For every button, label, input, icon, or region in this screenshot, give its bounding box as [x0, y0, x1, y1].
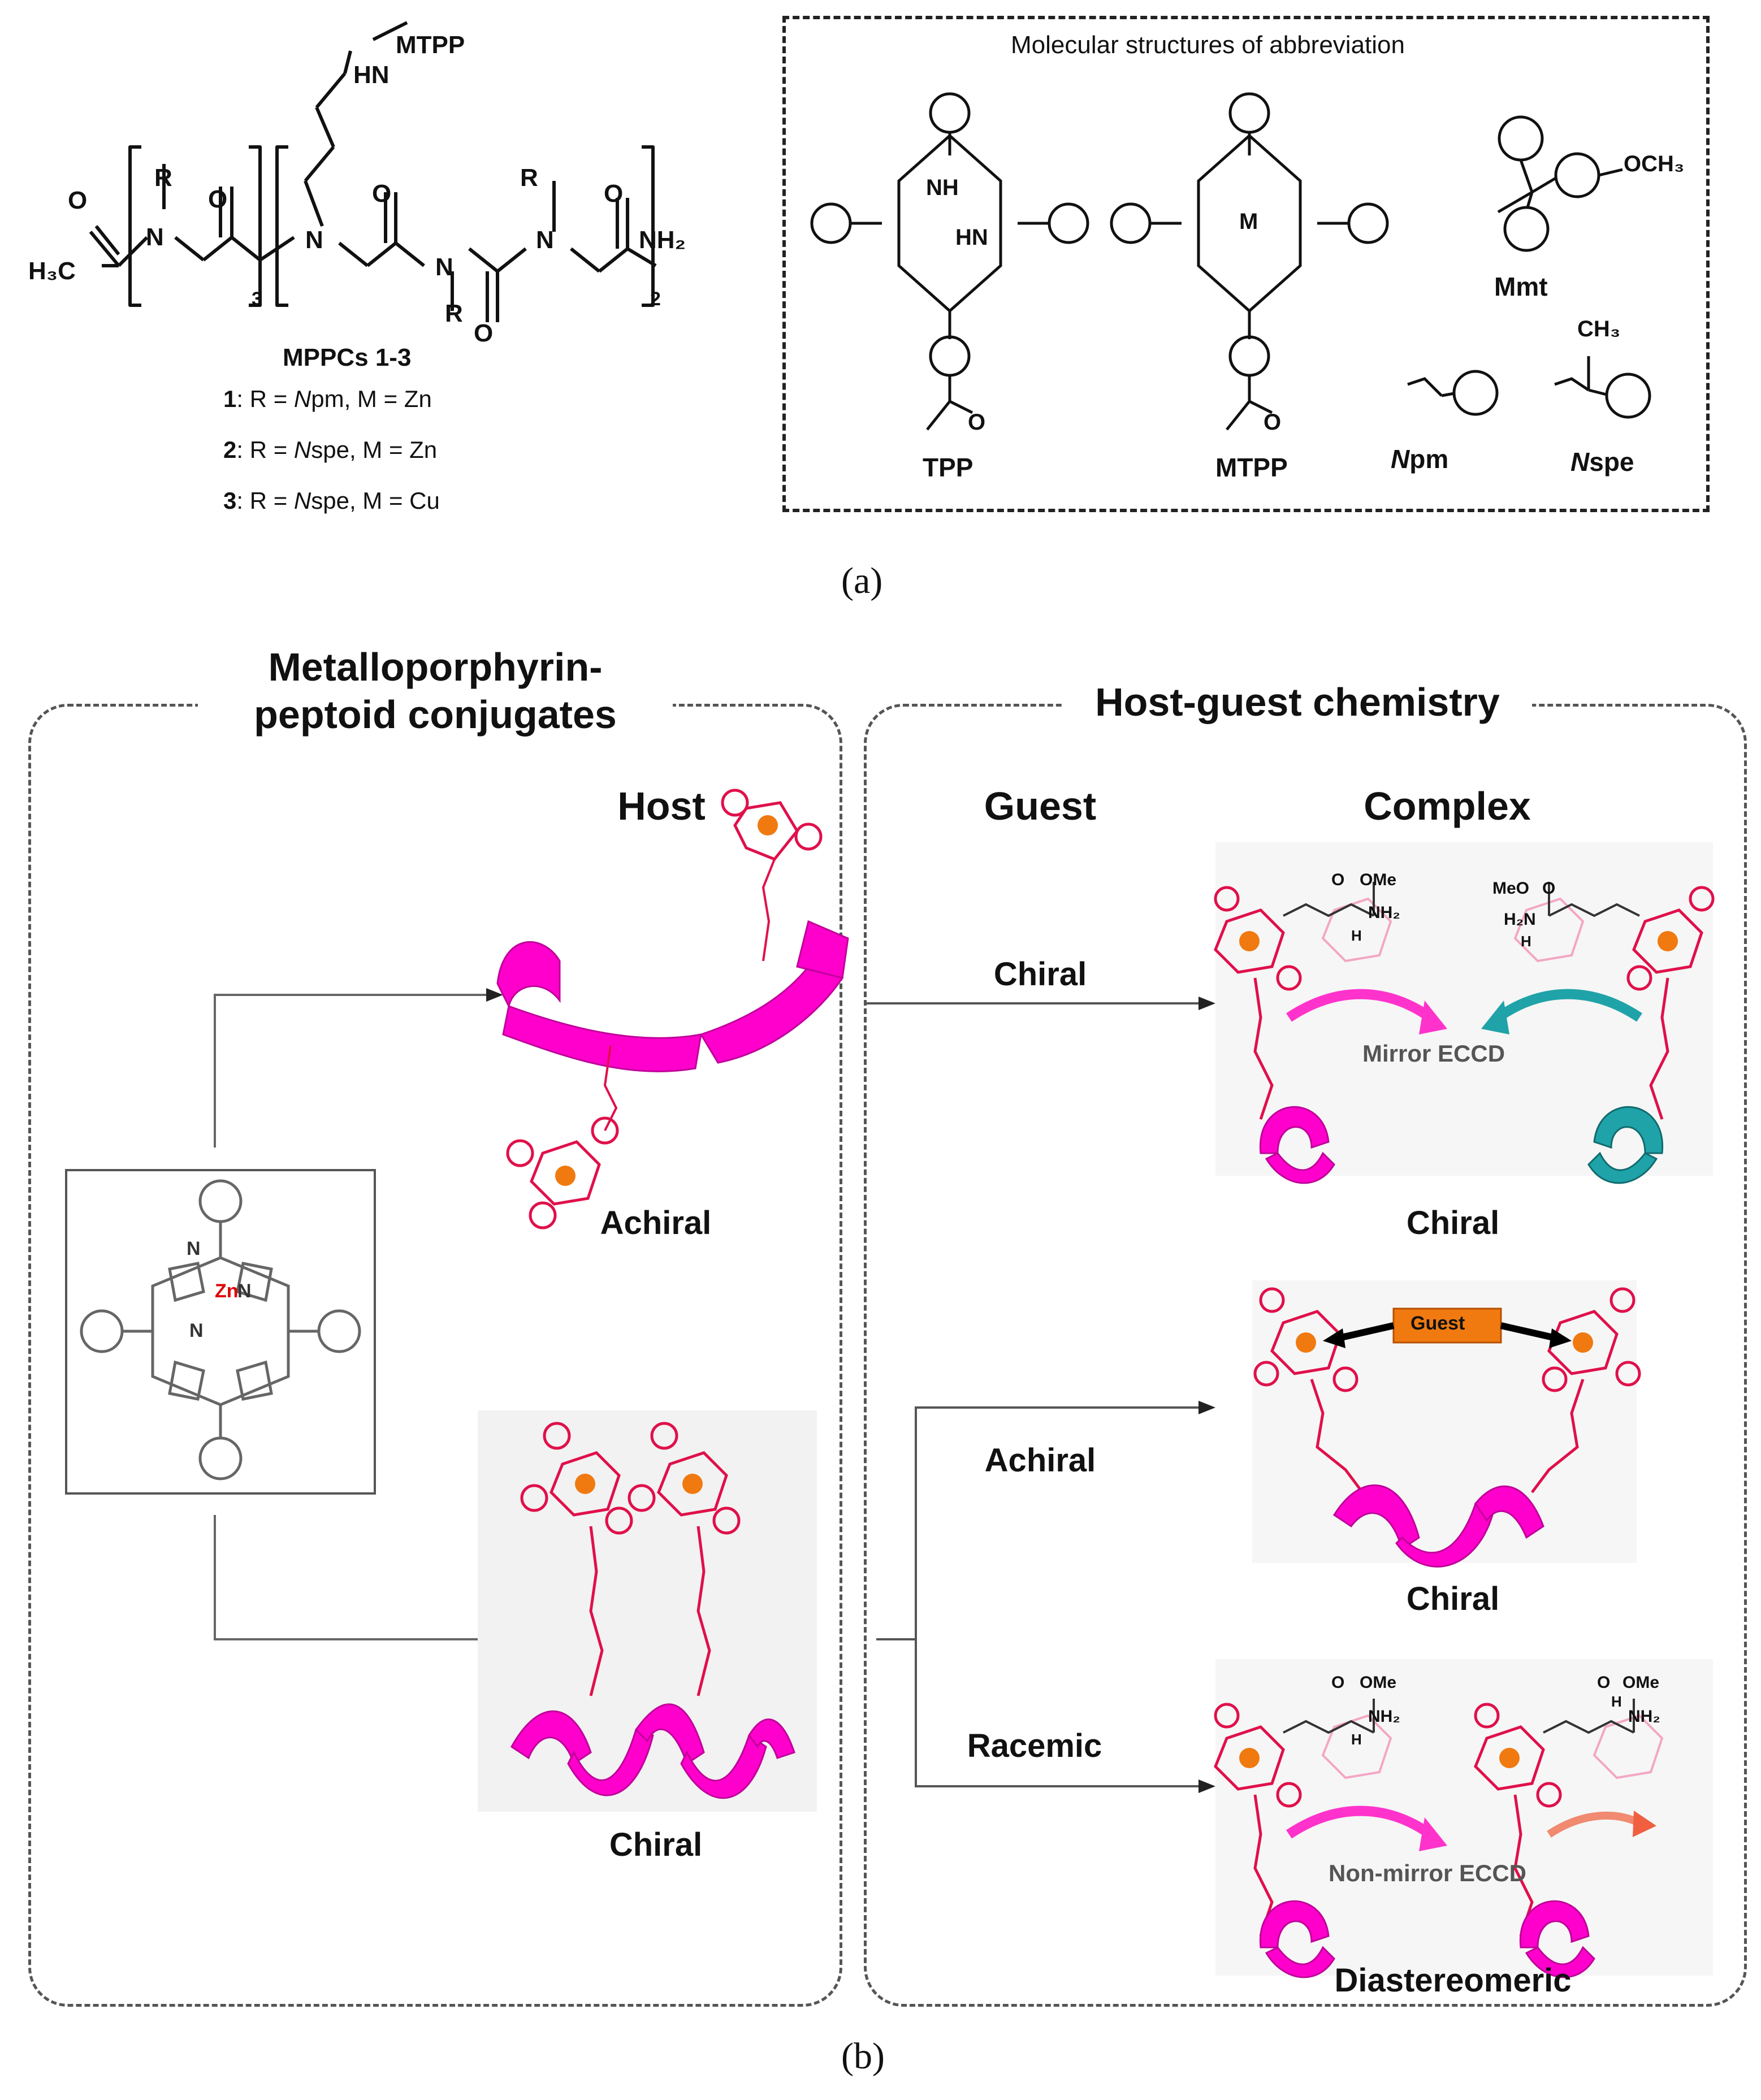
formula-sub2: 2 — [650, 288, 661, 310]
nspe-label: Nspe — [1570, 447, 1634, 477]
abbreviation-box — [782, 16, 1710, 512]
tpp-label: TPP — [923, 453, 973, 482]
formula-r2: R — [520, 164, 538, 192]
formula-mtpp: MTPP — [396, 31, 465, 59]
mtpp-label: MTPP — [1215, 453, 1288, 482]
compound-title: MPPCs 1-3 — [283, 344, 412, 371]
mtpp-structure — [1110, 92, 1389, 431]
complex-heading: Complex — [1364, 784, 1531, 828]
formula-r1: R — [154, 164, 172, 192]
host-achiral-label: Achiral — [600, 1205, 712, 1241]
host-heading: Host — [617, 784, 706, 828]
c1-o2: O — [1542, 879, 1556, 898]
c1-ome: OMe — [1360, 871, 1397, 889]
host-achiral-ribbon — [496, 789, 849, 1229]
guest-racemic-label: Racemic — [967, 1727, 1102, 1764]
left-title: Metalloporphyrin- peptoid conjugates — [198, 643, 673, 738]
formula-h3c: H₃C — [28, 257, 76, 285]
nspe-ch3: CH₃ — [1577, 317, 1621, 341]
complex-guest-drawing — [1253, 1287, 1641, 1568]
npm-structure — [1407, 370, 1499, 416]
abbr-title: Molecular structures of abbreviation — [1011, 31, 1405, 59]
c3-ome: OMe — [1360, 1673, 1397, 1692]
zn-n3: N — [189, 1320, 204, 1341]
npm-label: Npm — [1391, 444, 1449, 474]
tpp-nh: NH — [926, 175, 959, 200]
formula-n1: N — [146, 223, 164, 251]
formula-sub3: 3 — [252, 288, 262, 310]
formula-nh2: NH₂ — [639, 226, 686, 254]
c3-o: O — [1331, 1673, 1345, 1692]
guest-connectors — [865, 997, 1215, 1793]
formula-r3: R — [445, 300, 463, 327]
complex-chiral-2-label: Chiral — [1406, 1581, 1500, 1617]
compound-1: 1: R = Npm, M = Zn — [223, 386, 432, 412]
zn-label: Zn — [215, 1280, 239, 1302]
formula-o3: O — [372, 180, 392, 207]
mmt-och3: OCH₃ — [1624, 151, 1685, 176]
non-mirror-eccd-label: Non-mirror ECCD — [1329, 1860, 1527, 1886]
zn-n2: N — [237, 1280, 252, 1302]
c1-h2: H — [1521, 933, 1531, 950]
panel-a-label: (a) — [841, 560, 883, 601]
c3-ome2: OMe — [1622, 1673, 1660, 1692]
c3-h: H — [1351, 1731, 1362, 1748]
complex-diastereomeric-label: Diastereomeric — [1334, 1962, 1572, 1999]
formula-n4: N — [536, 226, 554, 254]
formula-hn: HN — [353, 61, 390, 89]
panel-b-label: (b) — [841, 2036, 885, 2077]
formula-o1: O — [68, 187, 88, 214]
mirror-eccd-label: Mirror ECCD — [1362, 1040, 1505, 1067]
c1-meo: MeO — [1492, 879, 1530, 898]
c1-nh2: NH₂ — [1368, 903, 1400, 922]
c1-h: H — [1351, 927, 1362, 944]
nspe-structure — [1554, 356, 1651, 419]
mtpp-m: M — [1239, 209, 1258, 234]
formula-o2: O — [208, 185, 228, 213]
c1-o: O — [1331, 871, 1345, 889]
complex-chiral-drawing — [1214, 882, 1715, 1184]
c3-nh2: NH₂ — [1368, 1707, 1400, 1726]
complex-chiral-1-label: Chiral — [1406, 1205, 1500, 1241]
host-chiral-helix — [510, 1422, 795, 1799]
right-title: Host-guest chemistry — [1063, 678, 1532, 726]
c3-o2: O — [1597, 1673, 1611, 1692]
mmt-structure — [1497, 115, 1623, 252]
compound-2: 2: R = Nspe, M = Zn — [223, 436, 438, 463]
c3-h2: H — [1611, 1693, 1622, 1710]
zn-porphyrin — [80, 1179, 361, 1480]
guest-box-label: Guest — [1410, 1313, 1465, 1334]
mmt-label: Mmt — [1494, 272, 1548, 301]
formula-o5: O — [604, 180, 624, 207]
compound-3: 3: R = Nspe, M = Cu — [223, 487, 440, 514]
formula-n2: N — [305, 226, 323, 254]
guest-achiral-label: Achiral — [984, 1442, 1096, 1479]
host-chiral-label: Chiral — [609, 1826, 703, 1863]
formula-n3: N — [435, 253, 453, 281]
c3-nh2b: NH₂ — [1628, 1707, 1660, 1726]
zn-n1: N — [187, 1238, 201, 1259]
tpp-hn: HN — [955, 225, 988, 250]
tpp-structure — [810, 92, 1089, 431]
mtpp-o: O — [1264, 410, 1282, 435]
formula-o4: O — [474, 319, 494, 347]
guest-chiral-label: Chiral — [993, 956, 1087, 993]
peptoid-formula — [89, 21, 657, 322]
guest-heading: Guest — [984, 784, 1097, 828]
complex-racemic-drawing — [1214, 1699, 1664, 1978]
c1-h2n: H₂N — [1504, 910, 1536, 929]
tpp-o: O — [968, 410, 986, 435]
